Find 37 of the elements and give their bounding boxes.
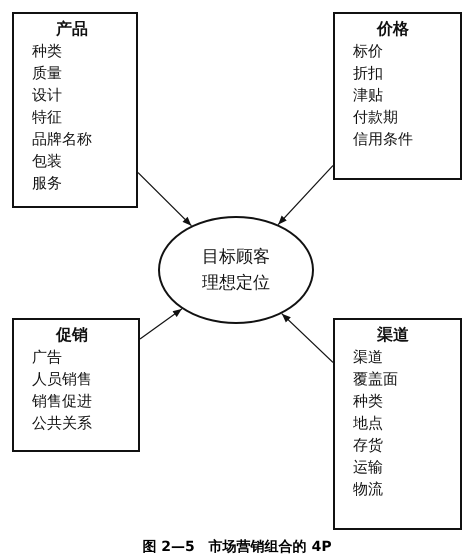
figure-caption: 图 2—5 市场营销组合的 4P <box>141 538 333 556</box>
arrow <box>278 165 334 225</box>
list-item: 物流 <box>353 479 383 500</box>
list-item: 付款期 <box>353 107 398 128</box>
list-item: 折扣 <box>353 63 383 84</box>
list-item: 销售促进 <box>32 391 92 412</box>
box-heading: 促销 <box>56 324 88 346</box>
list-item: 质量 <box>32 63 62 84</box>
arrow <box>140 308 182 340</box>
box-heading: 产品 <box>56 18 88 40</box>
arrow <box>138 172 192 226</box>
category-box <box>333 318 462 530</box>
category-box <box>12 12 138 208</box>
list-item: 特征 <box>32 107 62 128</box>
list-item: 广告 <box>32 347 62 368</box>
circle-label: 目标顾客理想定位 <box>200 246 271 295</box>
list-item: 覆盖面 <box>353 369 398 390</box>
list-item: 种类 <box>32 41 62 62</box>
list-item: 津贴 <box>353 85 383 106</box>
list-item: 设计 <box>32 85 62 106</box>
list-item: 包装 <box>32 151 62 172</box>
list-item: 渠道 <box>353 347 383 368</box>
list-item: 种类 <box>353 391 383 412</box>
list-item: 人员销售 <box>32 369 92 390</box>
category-box <box>333 12 462 180</box>
list-item: 标价 <box>353 41 383 62</box>
list-item: 存货 <box>353 435 383 456</box>
box-heading: 价格 <box>377 18 409 40</box>
list-item: 运输 <box>353 457 383 478</box>
list-item: 地点 <box>353 413 383 434</box>
list-item: 服务 <box>32 173 62 194</box>
category-box <box>12 318 140 452</box>
box-heading: 渠道 <box>377 324 409 346</box>
list-item: 公共关系 <box>32 413 92 434</box>
list-item: 品牌名称 <box>32 129 92 150</box>
list-item: 信用条件 <box>353 129 413 150</box>
arrow <box>281 313 334 363</box>
